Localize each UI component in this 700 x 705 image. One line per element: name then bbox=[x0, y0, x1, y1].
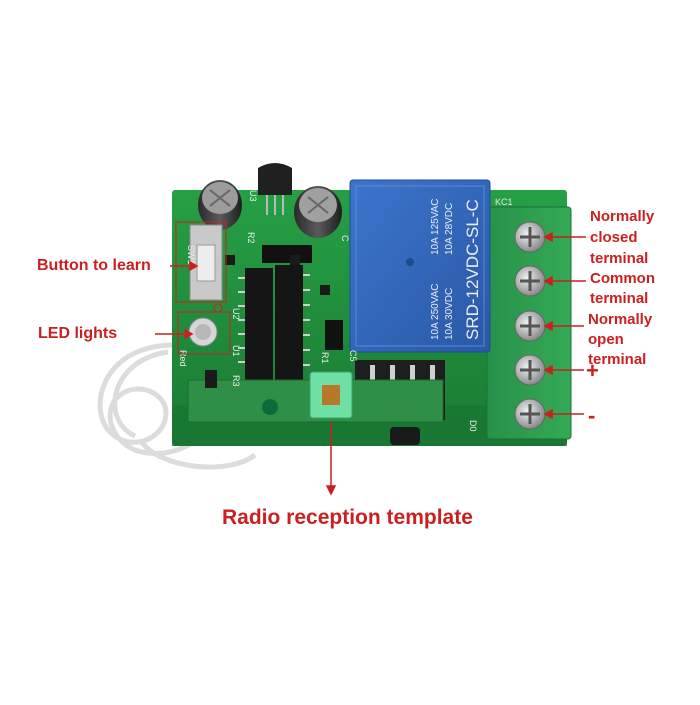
relay-rating-1b: 10A 30VDC bbox=[444, 288, 455, 340]
silk-u1: U1 bbox=[231, 345, 241, 357]
terminal-block: KC1 bbox=[486, 197, 572, 440]
radio-module-board bbox=[187, 371, 444, 445]
silk-u2: U2 bbox=[231, 308, 241, 320]
antenna-coil bbox=[97, 342, 257, 470]
label-button-to-learn: Button to learn bbox=[37, 257, 151, 274]
capacitor-right bbox=[294, 186, 342, 238]
learn-push-button bbox=[189, 224, 223, 301]
relay-model: SRD-12VDC-SL-C bbox=[463, 199, 482, 340]
relay: SRD-12VDC-SL-C 10A 250VAC 10A 30VDC 10A … bbox=[349, 179, 491, 353]
label-normally-closed-2: closed bbox=[590, 229, 638, 246]
ic-chip-right bbox=[275, 265, 310, 380]
smd-components bbox=[205, 255, 330, 388]
label-normally-open-1: Normally bbox=[588, 311, 653, 328]
label-normally-open-3: terminal bbox=[588, 351, 647, 368]
ic-chip-left bbox=[238, 268, 273, 380]
label-plus: + bbox=[586, 358, 599, 383]
label-led-lights: LED lights bbox=[38, 325, 118, 342]
label-common-2: terminal bbox=[590, 290, 649, 307]
silk-c5: C5 bbox=[348, 350, 358, 362]
label-normally-closed-1: Normally bbox=[590, 208, 655, 225]
silk-r2: R2 bbox=[246, 232, 256, 244]
label-radio-reception-template: Radio reception template bbox=[222, 506, 473, 529]
silk-kc1: KC1 bbox=[495, 197, 513, 207]
label-normally-closed-3: terminal bbox=[590, 250, 649, 267]
relay-rating-2b: 10A 28VDC bbox=[444, 203, 455, 255]
silk-red: Red bbox=[178, 350, 188, 367]
relay-rating-2a: 10A 125VAC bbox=[430, 198, 441, 255]
silk-c: C bbox=[340, 235, 350, 242]
silk-sw1: SW1 bbox=[186, 245, 196, 265]
annotation-highlight-boxes bbox=[175, 221, 231, 355]
label-normally-open-2: open bbox=[588, 331, 624, 348]
label-minus: - bbox=[588, 403, 596, 428]
transistor bbox=[258, 163, 292, 215]
annotation-arrows bbox=[155, 231, 586, 496]
capacitor-left bbox=[198, 180, 242, 230]
led bbox=[188, 317, 218, 347]
silk-d0: D0 bbox=[468, 420, 478, 432]
label-common-1: Common bbox=[590, 270, 655, 287]
silk-r3: R3 bbox=[231, 375, 241, 387]
relay-rating-1a: 10A 250VAC bbox=[430, 283, 441, 340]
silk-u3: U3 bbox=[248, 190, 258, 202]
silk-r1: R1 bbox=[320, 352, 330, 364]
